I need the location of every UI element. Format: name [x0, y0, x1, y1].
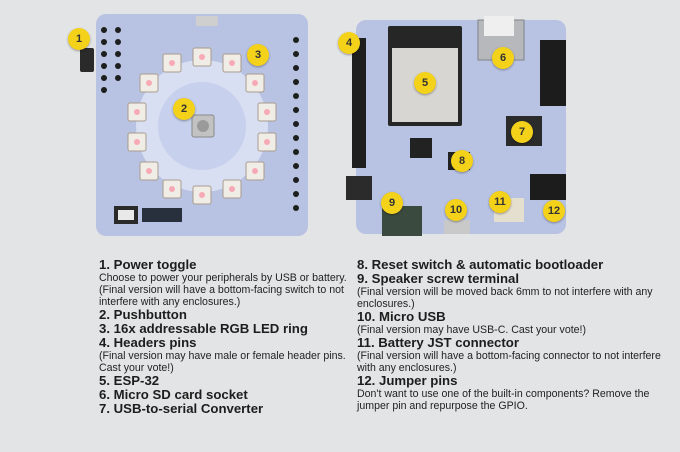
marker-12: 12: [543, 200, 565, 222]
legend-item: 10. Micro USB (Final version may have US…: [357, 309, 672, 337]
legend-item-title: 2. Pushbutton: [99, 307, 187, 322]
marker-9: 9: [381, 192, 403, 214]
marker-10: 10: [445, 199, 467, 221]
marker-7: 7: [511, 121, 533, 143]
legend-item: 8. Reset switch & automatic bootloader: [357, 258, 672, 272]
left-board: [80, 14, 308, 236]
legend-item: 12. Jumper pins Don't want to use one of…: [357, 373, 672, 413]
legend-item-title: 6. Micro SD card socket: [99, 387, 248, 402]
legend-item: 6. Micro SD card socket: [99, 388, 349, 402]
legend-item-title: 7. USB-to-serial Converter: [99, 401, 264, 416]
legend-item: 4. Headers pins (Final version may have …: [99, 335, 349, 375]
legend-item-title: 9. Speaker screw terminal: [357, 271, 520, 286]
legend-item-desc: Don't want to use one of the built-in co…: [357, 388, 650, 412]
marker-3: 3: [247, 44, 269, 66]
legend-item: 9. Speaker screw terminal (Final version…: [357, 271, 672, 311]
legend-item: 11. Battery JST connector (Final version…: [357, 335, 672, 375]
legend-item-desc: (Final version will have a bottom-facing…: [357, 350, 661, 374]
legend-item-title: 12. Jumper pins: [357, 373, 458, 388]
marker-1: 1: [68, 28, 90, 50]
legend-item-desc: Choose to power your peripherals by USB …: [99, 272, 347, 308]
legend-right: 8. Reset switch & automatic bootloader 9…: [357, 258, 672, 413]
legend-item-desc: (Final version will be moved back 6mm to…: [357, 286, 653, 310]
legend-item-desc: (Final version may have male or female h…: [99, 350, 346, 374]
legend-item-desc: (Final version may have USB-C. Cast your…: [357, 324, 587, 336]
legend-item: 3. 16x addressable RGB LED ring: [99, 322, 349, 336]
legend-item: 5. ESP-32: [99, 374, 349, 388]
legend-left: 1. Power toggle Choose to power your per…: [99, 258, 349, 416]
marker-4: 4: [338, 32, 360, 54]
legend-item: 1. Power toggle Choose to power your per…: [99, 257, 349, 309]
marker-8: 8: [451, 150, 473, 172]
legend-item-title: 10. Micro USB: [357, 309, 446, 324]
marker-5: 5: [414, 72, 436, 94]
legend-item: 7. USB-to-serial Converter: [99, 402, 349, 416]
legend-item-title: 3. 16x addressable RGB LED ring: [99, 321, 308, 336]
marker-6: 6: [492, 47, 514, 69]
legend-item-title: 11. Battery JST connector: [357, 335, 519, 350]
legend-item: 2. Pushbutton: [99, 308, 349, 322]
legend-item-title: 8. Reset switch & automatic bootloader: [357, 257, 604, 272]
legend-item-title: 1. Power toggle: [99, 257, 197, 272]
legend-item-title: 4. Headers pins: [99, 335, 197, 350]
legend-item-title: 5. ESP-32: [99, 373, 160, 388]
marker-11: 11: [489, 191, 511, 213]
marker-2: 2: [173, 98, 195, 120]
